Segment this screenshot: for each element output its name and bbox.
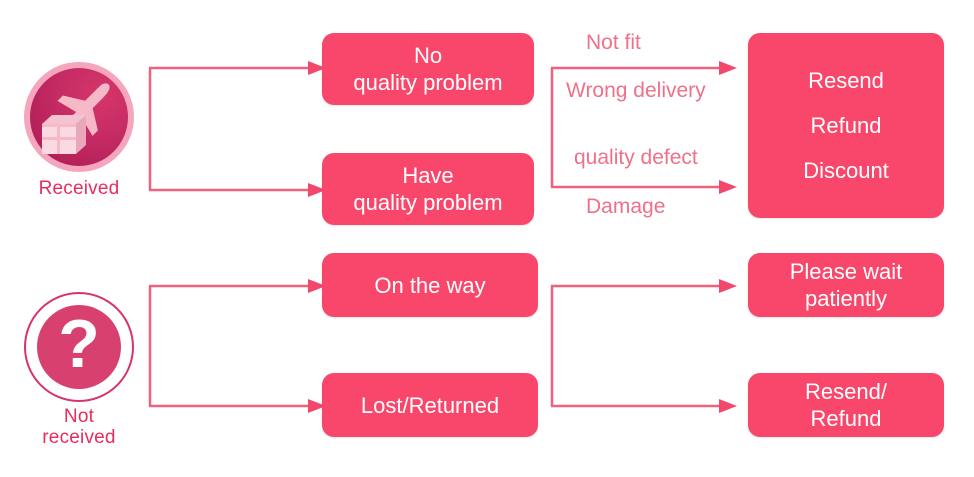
box-line: quality problem (353, 70, 503, 95)
edge-label-damage: Damage (586, 195, 666, 218)
icon-outer-ring (24, 292, 134, 402)
connector-delivery-to-outcomes (550, 279, 737, 413)
connector-received-to-stages (148, 61, 326, 197)
edge-label-quality-defect: quality defect (574, 146, 698, 169)
box-line: Please wait (789, 259, 903, 284)
icon-inner-disc (37, 305, 121, 389)
box-line: No (413, 43, 443, 68)
status-node-not-received: ? Not received (4, 292, 154, 448)
status-label-received: Received (38, 178, 120, 199)
stage-box-have-quality-problem[interactable]: Have quality problem (322, 153, 534, 225)
outcome-box-please-wait-patiently[interactable]: Please wait patiently (748, 253, 944, 317)
question-glyph: ? (58, 306, 100, 382)
status-node-received: Received (4, 62, 154, 199)
box-line: Lost/Returned (360, 392, 500, 418)
stage-box-lost-returned[interactable]: Lost/Returned (322, 373, 538, 437)
box-line: On the way (374, 272, 486, 298)
box-line: Resend/ (805, 379, 887, 404)
edge-label-not-fit: Not fit (586, 31, 641, 54)
box-line: Resend (808, 68, 884, 93)
box-line: Discount (803, 158, 889, 183)
stage-box-no-quality-problem[interactable]: No quality problem (322, 33, 534, 105)
connector-quality-to-outcome (550, 61, 737, 194)
box-line: Have (402, 163, 454, 188)
connector-not-received-to-stages (148, 279, 326, 413)
box-line: quality problem (353, 190, 503, 215)
status-label-not-received: Not received (42, 406, 116, 448)
airplane-box-glyph (42, 83, 110, 154)
box-line: Refund (810, 406, 882, 431)
box-line: patiently (805, 286, 887, 311)
stage-box-on-the-way[interactable]: On the way (322, 253, 538, 317)
outcome-box-resend-refund[interactable]: Resend/ Refund (748, 373, 944, 437)
outcome-box-resend-refund-discount[interactable]: Resend Refund Discount (748, 33, 944, 218)
box-line: Refund (810, 113, 882, 138)
question-mark-icon: ? (24, 292, 134, 402)
airplane-package-icon (24, 62, 134, 172)
edge-label-wrong-delivery: Wrong delivery (566, 79, 706, 102)
